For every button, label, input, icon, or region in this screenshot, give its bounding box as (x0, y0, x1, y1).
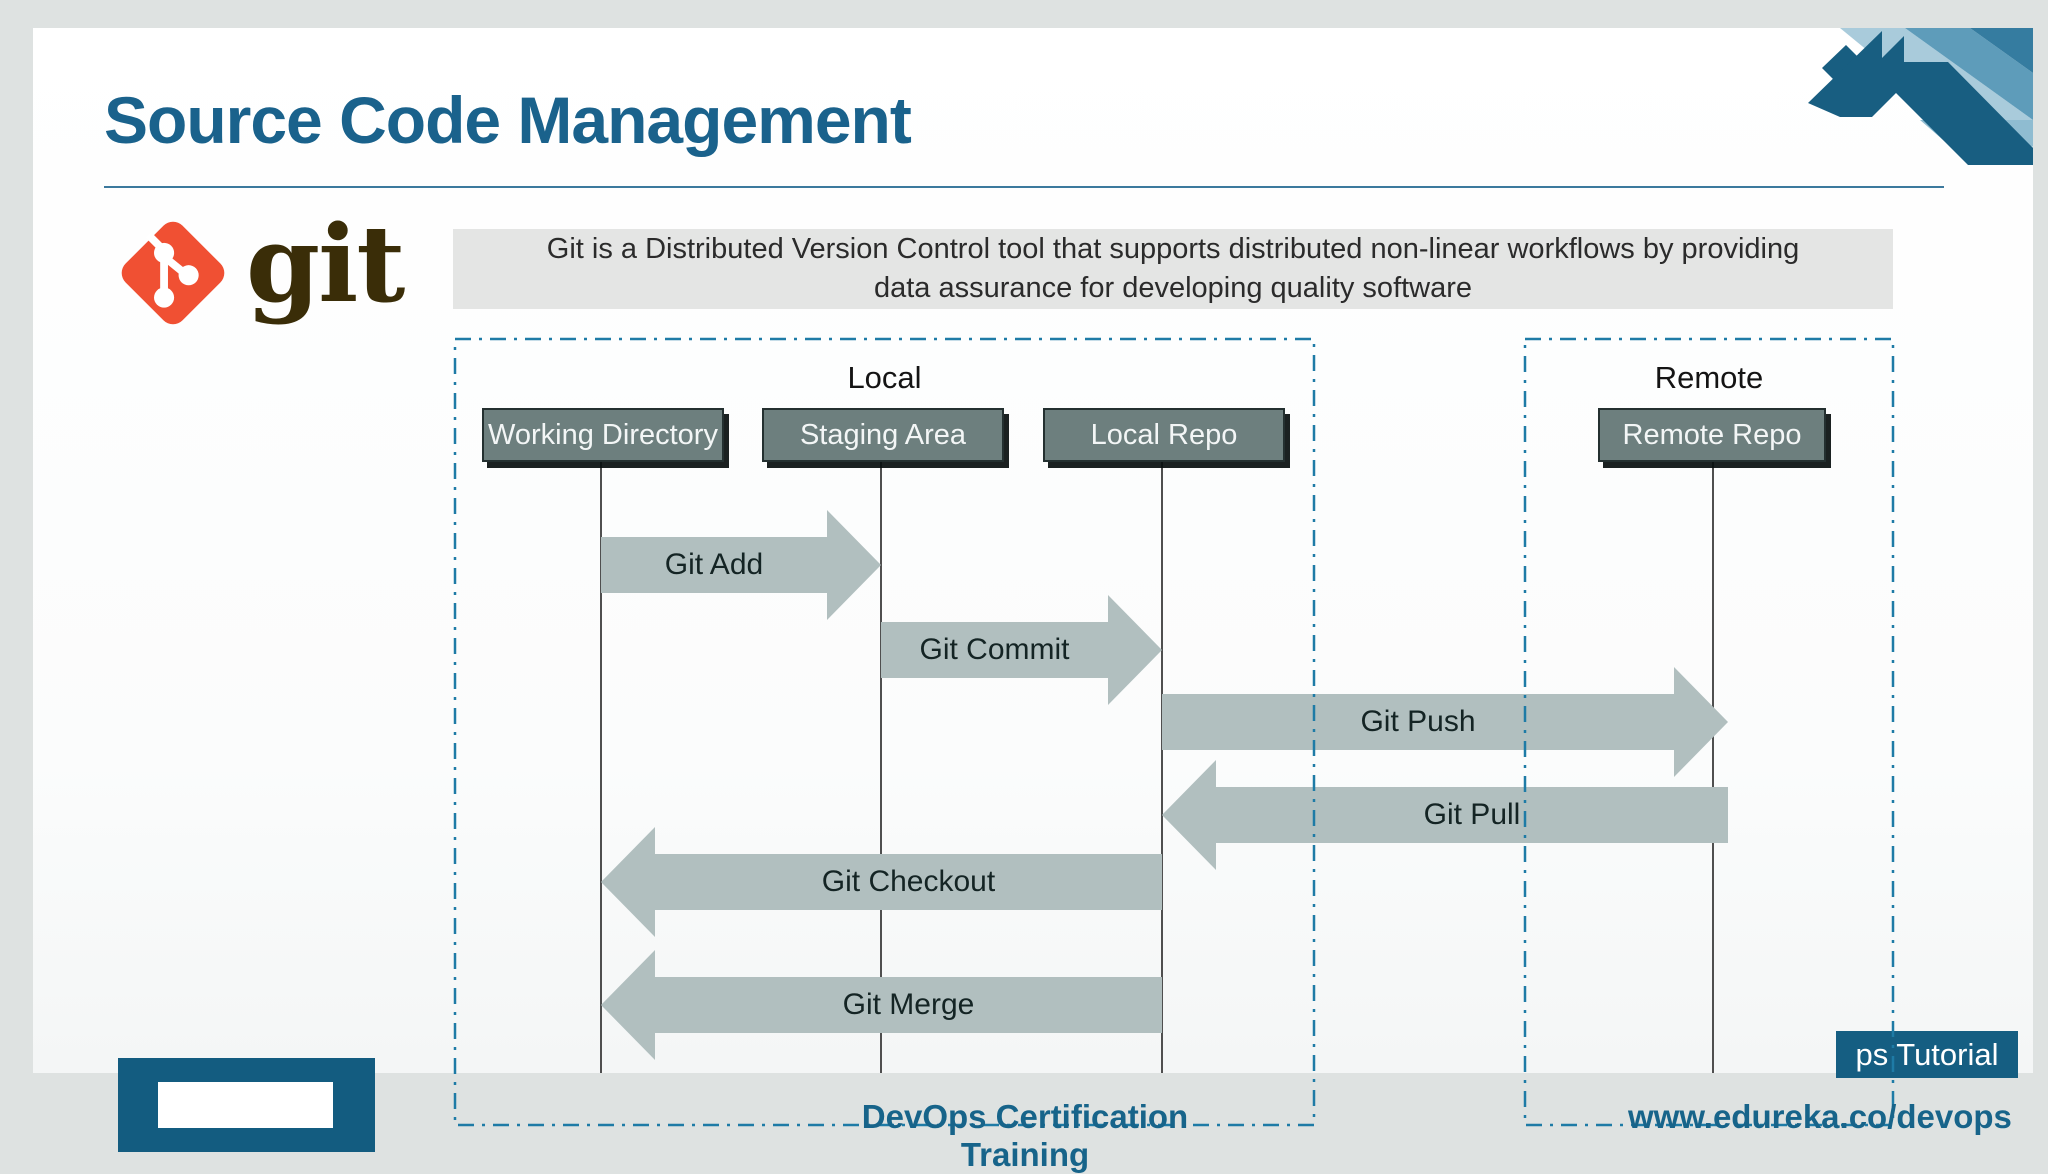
git-description-line2: data assurance for developing quality so… (873, 272, 1473, 304)
edureka-footer-logo-inner (158, 1082, 333, 1128)
arrow-git-checkout: Git Checkout (601, 827, 1162, 937)
group-label-local: Local (847, 360, 922, 395)
edureka-arrow-logo (1808, 28, 2033, 165)
git-description-line1: Git is a Distributed Version Control too… (546, 233, 1800, 265)
arrow-git-checkout-label: Git Checkout (821, 865, 996, 898)
node-staging-area: Staging Area (762, 408, 1004, 462)
node-working-directory: Working Directory (482, 408, 724, 462)
git-wordmark: git (246, 201, 405, 326)
arrow-left-icon (601, 950, 655, 1060)
group-label-remote: Remote (1654, 360, 1764, 395)
arrow-right-icon (1108, 595, 1162, 705)
arrow-git-pull-label: Git Pull (1423, 798, 1521, 831)
arrow-left-icon (601, 827, 655, 937)
page-title: Source Code Management (104, 83, 912, 157)
arrow-git-merge: Git Merge (601, 950, 1162, 1060)
node-remote-repo: Remote Repo (1598, 408, 1826, 462)
arrow-git-add-label: Git Add (664, 548, 764, 581)
git-description: Git is a Distributed Version Control too… (453, 229, 1893, 309)
edureka-footer-logo (118, 1058, 375, 1152)
footer-course-title: DevOps Certification Training (861, 1098, 1189, 1173)
arrow-git-pull: Git Pull (1162, 760, 1728, 870)
devops-tutorial-badge: ps Tutorial (1836, 1031, 2018, 1078)
arrow-git-commit: Git Commit (881, 595, 1162, 705)
arrow-git-commit-label: Git Commit (919, 633, 1070, 666)
slide-background (33, 28, 2033, 1073)
title-divider (104, 186, 1944, 188)
footer-website-link[interactable]: www.edureka.co/devops (1628, 1098, 2012, 1135)
arrow-right-icon (827, 510, 881, 620)
arrow-git-merge-label: Git Merge (842, 988, 975, 1021)
arrow-right-icon (1674, 667, 1728, 777)
node-local-repo: Local Repo (1043, 408, 1285, 462)
arrow-left-icon (1162, 760, 1216, 870)
arrow-git-push-label: Git Push (1360, 705, 1476, 738)
git-logo-icon (121, 221, 225, 325)
arrow-git-add: Git Add (601, 510, 881, 620)
arrow-git-push: Git Push (1162, 667, 1728, 777)
